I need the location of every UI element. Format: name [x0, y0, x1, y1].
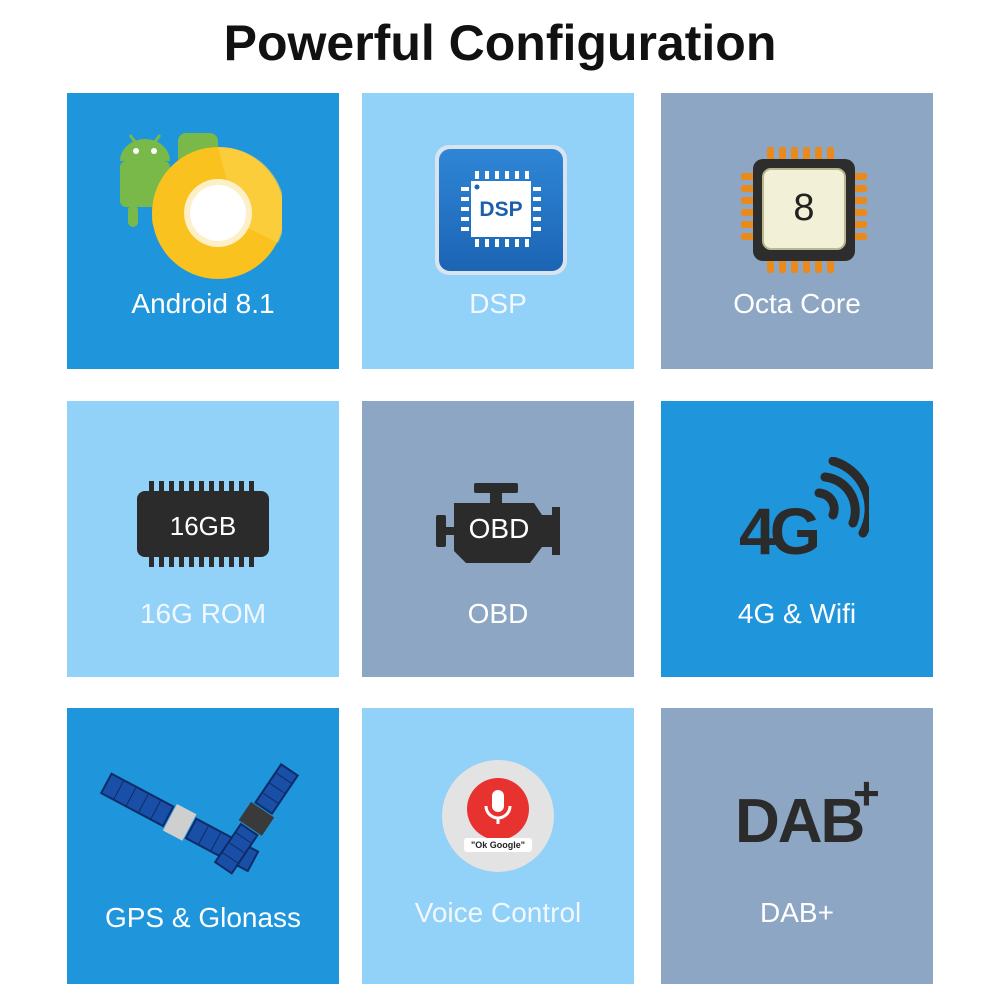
tile-label: DAB+	[760, 897, 834, 928]
engine-icon: OBD	[434, 481, 564, 571]
android-oreo-icon	[120, 133, 282, 279]
dsp-chip-icon: DSP	[435, 145, 567, 275]
feature-tile-dab: DAB + DAB+	[661, 708, 933, 984]
feature-tile-gps: GPS & Glonass	[67, 708, 339, 984]
tile-label: Android 8.1	[131, 288, 275, 319]
tile-label: Octa Core	[733, 288, 861, 319]
feature-tile-android: Android 8.1	[67, 93, 339, 369]
tile-label: 16G ROM	[139, 598, 267, 629]
feature-tile-obd: OBD OBD	[362, 401, 634, 677]
cpu-chip-icon: 8	[739, 145, 869, 275]
feature-tile-4g: 4G 4G & Wifi	[661, 401, 933, 677]
feature-tile-voice: "Ok Google" Voice Control	[362, 708, 634, 984]
microphone-icon: "Ok Google"	[442, 760, 554, 872]
4g-signal-icon: 4G	[739, 457, 869, 568]
feature-tile-dsp: DSP DSP	[362, 93, 634, 369]
dab-plus-icon: DAB +	[735, 767, 880, 856]
tile-label: Voice Control	[414, 897, 582, 928]
tile-label: 4G & Wifi	[737, 598, 857, 629]
tile-label: DSP	[469, 288, 527, 319]
feature-tile-rom: 16GB 16G ROM	[67, 401, 339, 677]
memory-chip-icon: 16GB	[135, 481, 271, 567]
feature-tile-octa-core: 8 Octa Core	[661, 93, 933, 369]
tile-label: GPS & Glonass	[104, 902, 302, 933]
satellite-icon	[99, 762, 300, 875]
tile-label: OBD	[467, 598, 529, 629]
page-title: Powerful Configuration	[223, 15, 777, 71]
